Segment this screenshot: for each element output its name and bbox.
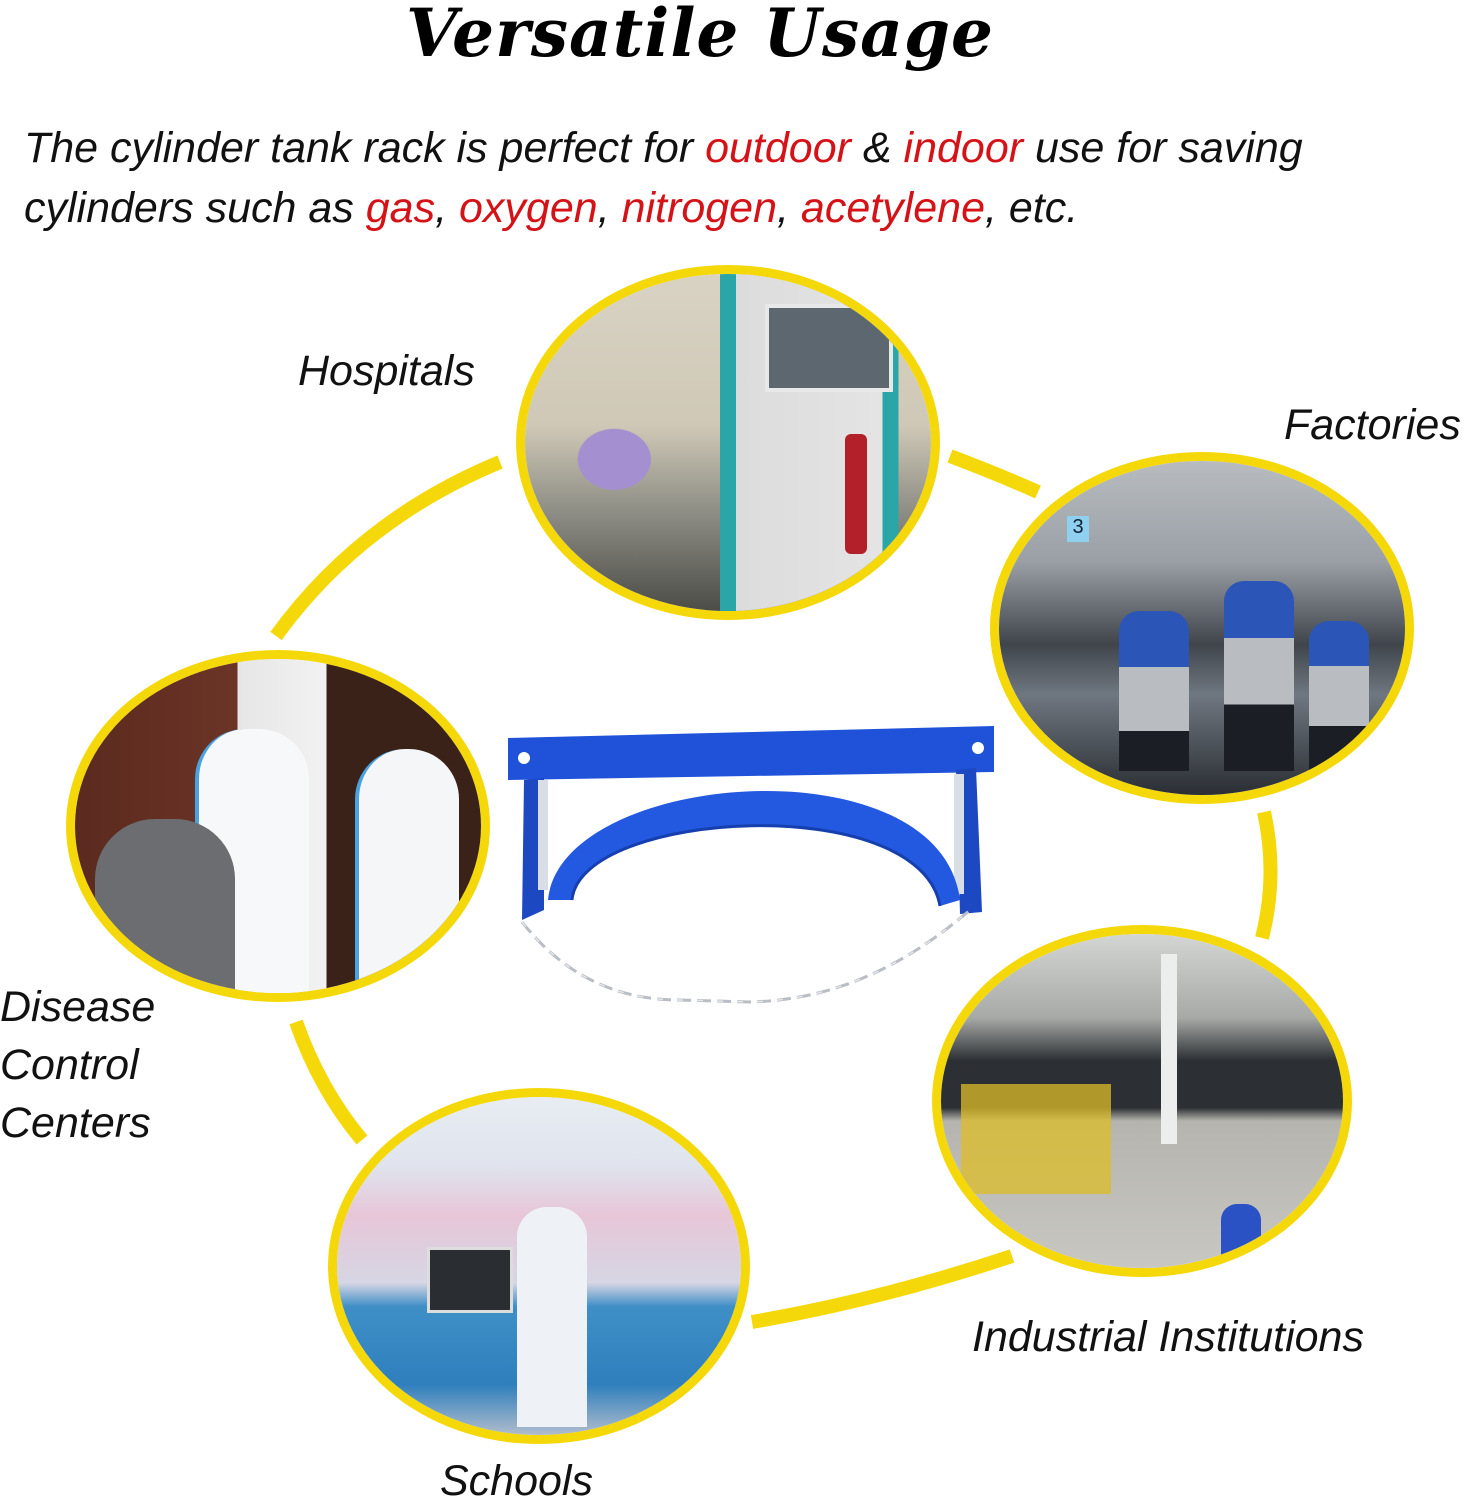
highlight-indoor: indoor [903,124,1024,172]
highlight-outdoor: outdoor [705,124,851,172]
label-disease-control-centers: Disease Control Centers [0,978,155,1152]
lab-equipment [427,1247,513,1313]
arc-factories-to-industrial [1255,810,1278,940]
label-schools: Schools [440,1457,593,1505]
industrial-photo [932,925,1352,1277]
red-filter [845,434,867,554]
worker [1224,581,1294,771]
desc-text: & [850,124,904,172]
yellow-barrier [961,1084,1111,1194]
highlight-oxygen: oxygen [459,184,598,232]
lab-worker [517,1207,587,1427]
factories-photo: 3 [990,452,1414,804]
description: The cylinder tank rack is perfect for ou… [24,118,1464,238]
desc-text: The cylinder tank rack is perfect for [24,124,706,172]
label-hospitals: Hospitals [298,347,475,395]
highlight-nitrogen: nitrogen [621,184,777,232]
desc-text: , etc. [984,184,1079,232]
worker [1309,621,1369,771]
desc-text: , [597,184,622,232]
label-factories: Factories [1284,401,1461,449]
station-number-sign: 3 [1067,516,1089,542]
disease-control-photo [66,650,490,1002]
patient [95,819,235,993]
label-line: Centers [0,1099,151,1147]
worker [1119,611,1189,771]
schools-photo [328,1088,750,1444]
pillar [1161,954,1177,1144]
label-industrial-institutions: Industrial Institutions [972,1313,1364,1361]
cylinder-rack-product-image [508,726,994,1004]
ppe-worker [355,749,459,993]
hospitals-photo [516,265,940,620]
arc-hospitals-to-disease [270,455,503,641]
desc-text: , [435,184,460,232]
label-line: Disease [0,983,156,1031]
highlight-gas: gas [365,184,436,232]
desc-text: use for saving [1023,124,1303,172]
page-title: Versatile Usage [405,0,995,72]
walking-worker [1221,1204,1261,1264]
highlight-acetylene: acetylene [800,184,985,232]
desc-text: cylinders such as [24,184,366,232]
monitor-screen [765,304,893,392]
chain [520,908,971,1004]
rack-bracket [508,726,994,920]
desc-text: , [777,184,801,232]
label-line: Control [0,1041,139,1089]
